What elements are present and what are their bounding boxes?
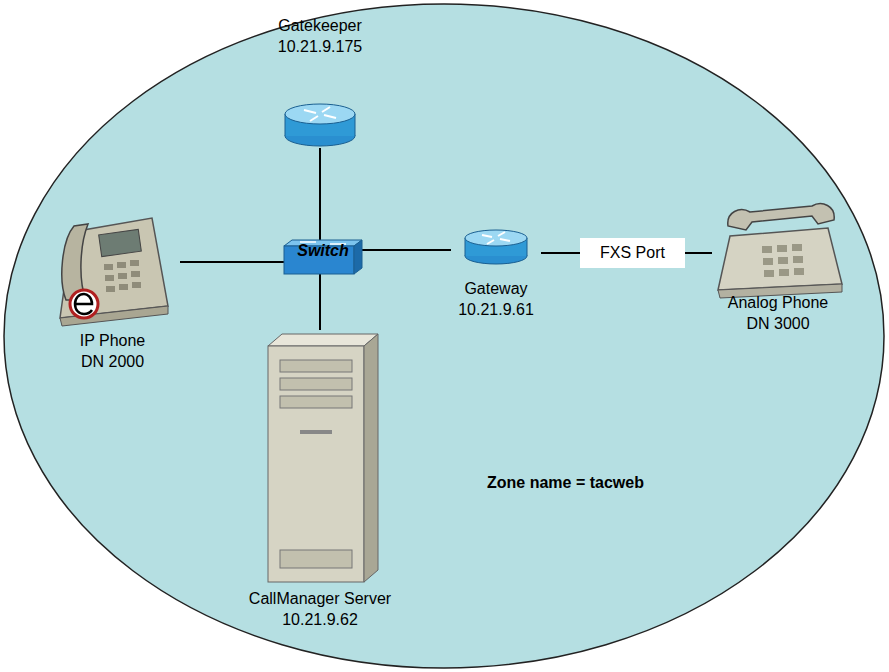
zone-outline (4, 4, 884, 668)
port-label: FXS Port (580, 238, 685, 268)
device-name: Gateway (451, 278, 541, 299)
analog-phone-icon (718, 204, 842, 298)
router-icon (285, 104, 355, 146)
switch-label: Switch (284, 240, 362, 261)
label-stack: Gatekeeper10.21.9.175 (255, 15, 385, 57)
network-link (319, 274, 321, 330)
server-icon (268, 334, 378, 582)
label-stack: Gateway10.21.9.61 (451, 278, 541, 320)
label-stack: IP PhoneDN 2000 (45, 330, 180, 372)
device-address: 10.21.9.61 (451, 299, 541, 320)
device-address: 10.21.9.175 (255, 36, 385, 57)
device-node: Gateway10.21.9.61 (451, 226, 541, 326)
device-address: 10.21.9.62 (228, 609, 412, 630)
network-link (362, 249, 451, 251)
switch-icon (284, 240, 362, 274)
device-name: Gatekeeper (255, 15, 385, 36)
label-stack: CallManager Server10.21.9.62 (228, 588, 412, 630)
switch-node: Switch (284, 240, 362, 274)
device-name: IP Phone (45, 330, 180, 351)
network-link (180, 261, 284, 263)
zone-name: Zone name = tacweb (487, 472, 644, 493)
network-link (319, 148, 321, 240)
device-name: Analog Phone (712, 292, 844, 313)
router-icon (465, 230, 527, 264)
device-address: DN 3000 (712, 313, 844, 334)
device-node: Analog PhoneDN 3000 (712, 198, 844, 343)
label-stack: Switch (284, 240, 362, 274)
device-address: DN 2000 (45, 351, 180, 372)
ip-phone-icon (60, 218, 168, 326)
label-stack: Analog PhoneDN 3000 (712, 292, 844, 334)
device-node: CallManager Server10.21.9.62 (228, 330, 412, 640)
device-name: CallManager Server (228, 588, 412, 609)
device-node: Gatekeeper10.21.9.175 (255, 15, 385, 148)
device-node: IP PhoneDN 2000 (45, 210, 180, 390)
